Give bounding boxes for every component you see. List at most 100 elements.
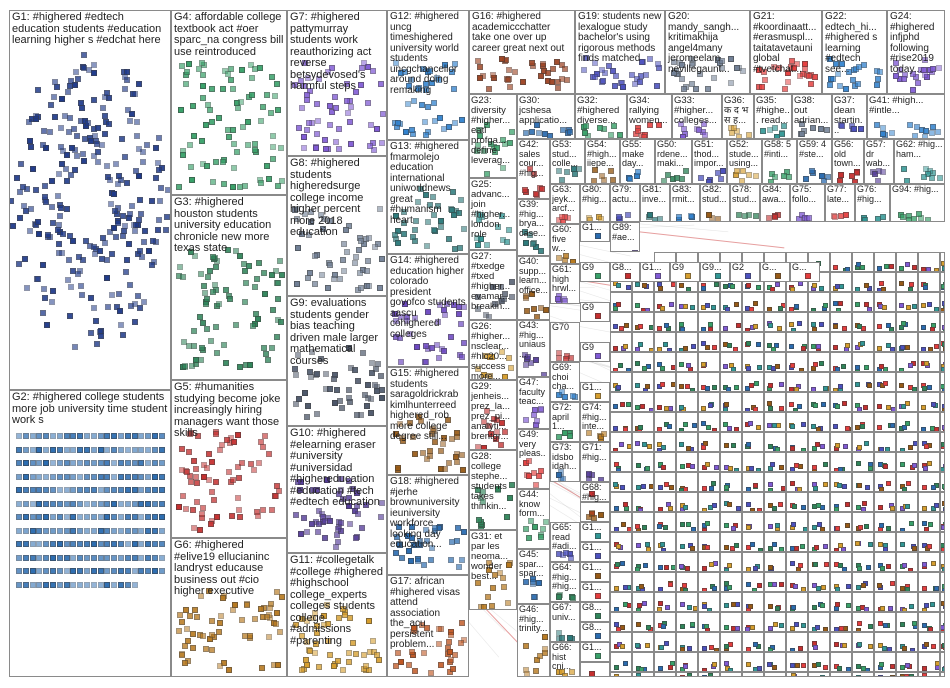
vertex <box>771 542 777 548</box>
vertex <box>711 344 717 350</box>
vertex <box>864 524 870 530</box>
vertex <box>645 383 651 389</box>
vertex <box>201 473 208 480</box>
vertex <box>474 294 481 301</box>
vertex <box>20 184 27 190</box>
vertex <box>626 176 633 182</box>
small-cluster <box>918 632 940 652</box>
vertex <box>823 461 829 467</box>
vertex <box>14 174 21 181</box>
small-cluster-labeled: G8... <box>610 262 640 282</box>
small-cluster <box>852 652 874 672</box>
vertex <box>636 673 642 676</box>
vertex <box>705 462 710 468</box>
vertex <box>120 232 127 239</box>
vertex <box>320 225 327 232</box>
vertex <box>90 243 97 250</box>
vertex <box>926 302 932 308</box>
cluster-label: G1... <box>582 542 602 552</box>
vertex <box>773 621 779 627</box>
vertex <box>719 58 726 65</box>
vertex <box>302 60 309 67</box>
small-cluster <box>918 312 940 332</box>
small-cluster <box>764 552 786 572</box>
vertex <box>90 446 97 453</box>
vertex <box>595 353 601 359</box>
vertex <box>106 229 113 236</box>
vertex <box>664 565 670 571</box>
vertex <box>745 283 751 288</box>
vertex <box>70 541 77 547</box>
vertex <box>941 525 944 531</box>
vertex <box>679 543 685 549</box>
vertex <box>230 127 237 134</box>
vertex <box>670 281 675 287</box>
vertex <box>597 215 604 221</box>
vertex <box>364 382 371 389</box>
vertex <box>409 234 416 241</box>
vertex <box>392 232 399 239</box>
small-cluster <box>654 612 676 632</box>
vertex <box>833 344 839 350</box>
vertex <box>562 672 568 676</box>
small-cluster <box>808 452 830 472</box>
vertex <box>530 411 537 418</box>
vertex <box>841 484 847 490</box>
vertex <box>70 581 77 588</box>
small-cluster <box>698 672 720 677</box>
vertex <box>202 300 209 307</box>
small-cluster <box>808 292 830 312</box>
vertex <box>358 525 365 532</box>
vertex <box>424 625 431 632</box>
vertex <box>97 460 104 466</box>
vertex <box>625 273 631 279</box>
cluster-g70: G70 <box>550 322 580 362</box>
vertex <box>753 642 759 648</box>
vertex <box>99 234 106 241</box>
vertex <box>771 214 778 221</box>
vertex <box>56 527 63 534</box>
cluster-g74: G74: #hig... inte... <box>580 402 610 442</box>
vertex <box>16 215 23 222</box>
vertex <box>858 524 864 530</box>
vertex <box>182 505 189 512</box>
vertex <box>397 659 404 666</box>
vertex <box>411 226 418 233</box>
cluster-g46: G46: #hig... trinity... <box>517 604 550 677</box>
vertex <box>558 76 565 83</box>
vertex <box>794 621 800 627</box>
small-cluster <box>786 632 808 652</box>
vertex <box>180 493 187 500</box>
vertex <box>794 545 800 551</box>
vertex <box>921 404 927 410</box>
vertex <box>49 178 56 185</box>
vertex <box>43 446 50 453</box>
small-cluster <box>698 532 720 552</box>
small-cluster <box>676 392 698 412</box>
vertex <box>923 443 929 449</box>
vertex <box>84 568 90 574</box>
vertex <box>16 541 22 547</box>
vertex <box>797 321 803 327</box>
vertex <box>22 473 29 480</box>
vertex <box>16 261 23 268</box>
vertex <box>599 173 606 180</box>
vertex <box>679 442 685 448</box>
cluster-g31: G31: et par les neoma... wonder best... <box>469 530 517 610</box>
vertex <box>846 603 851 609</box>
small-cluster <box>940 512 945 532</box>
vertex <box>489 584 496 591</box>
cluster-label: G23: diversity #higher... eatl profga...… <box>471 95 511 166</box>
vertex <box>660 623 666 629</box>
vertex <box>941 625 944 631</box>
cluster-g84: G84: awa... <box>760 184 790 222</box>
vertex <box>277 144 284 151</box>
cluster-label: G78: stud... <box>732 184 757 204</box>
vertex <box>36 487 43 493</box>
vertex <box>47 129 54 136</box>
vertex <box>377 513 384 520</box>
vertex <box>878 662 884 668</box>
vertex <box>845 69 852 75</box>
small-cluster <box>896 532 918 552</box>
vertex <box>367 410 374 417</box>
